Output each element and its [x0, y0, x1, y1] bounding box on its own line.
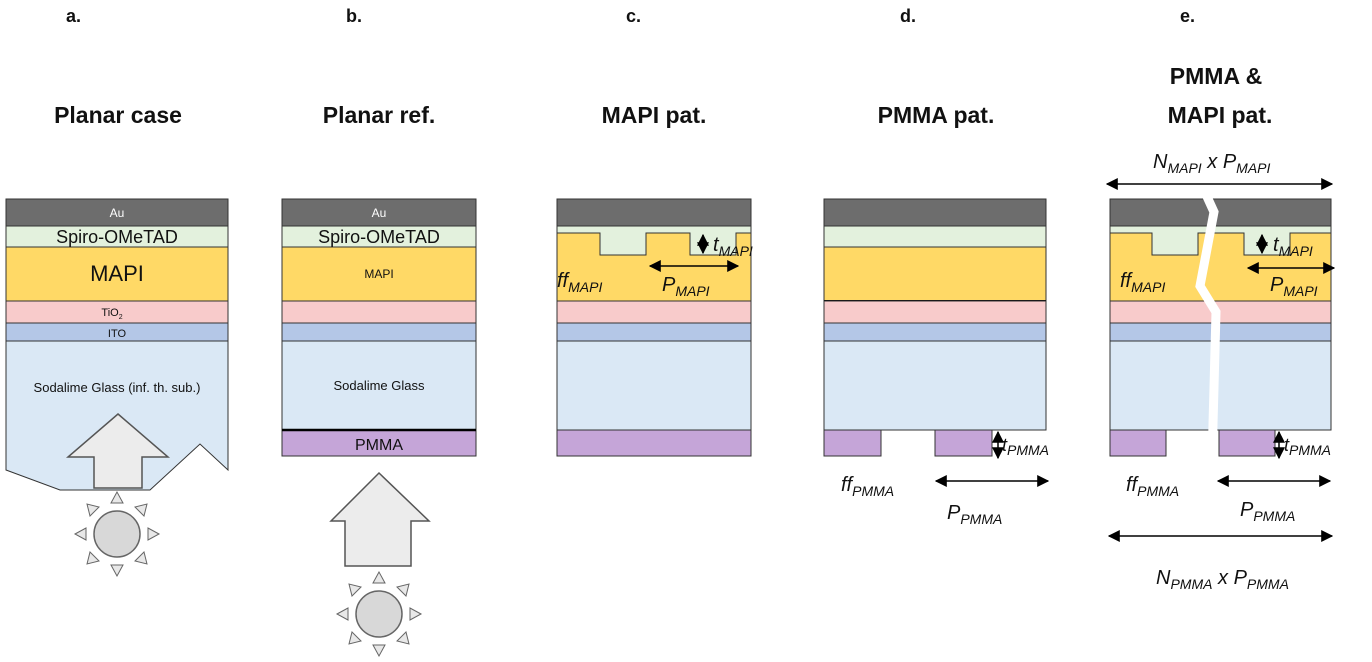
- panel-d-ito-layer: [823, 322, 1047, 342]
- panel-e-title-line2: MAPI pat.: [1168, 102, 1273, 128]
- panel-e-ff-mapi-label: ffMAPI: [1120, 270, 1165, 295]
- panel-c-ito-layer: [556, 322, 752, 342]
- panel-d-spiro-layer: [823, 225, 1047, 248]
- panel-b-mapi-label: MAPI: [364, 267, 393, 281]
- panel-c-title: MAPI pat.: [602, 102, 707, 128]
- panel-b-mapi-layer: [281, 246, 477, 302]
- panel-c-t-label: tMAPI: [713, 234, 753, 259]
- panel-a-ito-label: ITO: [108, 328, 127, 340]
- panel-d-au-layer: [823, 198, 1047, 227]
- panel-c-tio2-layer: [556, 300, 752, 324]
- panel-c-stack: tMAPI ffMAPI PMAPI: [556, 198, 753, 457]
- panel-e-ff-pmma-label: ffPMMA: [1126, 474, 1179, 499]
- panel-a-au-layer: [5, 198, 229, 227]
- panel-e-title-line1: PMMA &: [1170, 63, 1262, 89]
- panel-d-tio2-layer: [823, 300, 1047, 324]
- panel-b-au-layer: [281, 198, 477, 227]
- panel-c-p-label: PMAPI: [662, 274, 710, 299]
- panel-b-pmma-layer: [281, 429, 477, 457]
- panel-a-sun-icon: [74, 491, 160, 577]
- panel-d-letter: d.: [900, 6, 916, 26]
- panel-c-ff-label: ffMAPI: [557, 270, 602, 295]
- panel-d-p-label: PPMMA: [947, 502, 1002, 527]
- panel-a-au-label: Au: [110, 206, 125, 220]
- panel-e-pmma-block-2: [1218, 429, 1276, 457]
- panel-d-mapi-layer: [823, 246, 1047, 302]
- panel-d-stack: tPMMA ffPMMA PPMMA: [823, 198, 1050, 527]
- panel-b-tio2-layer: [281, 300, 477, 324]
- panel-e-letter: e.: [1180, 6, 1195, 26]
- panel-b-light-arrow: [329, 471, 431, 567]
- panel-e-t-pmma-label: tPMMA: [1284, 435, 1331, 458]
- panel-c-au-layer: [556, 198, 752, 227]
- panel-b-au-label: Au: [372, 206, 387, 220]
- panel-c-pmma-layer: [556, 429, 752, 457]
- panel-b-stack: Au Spiro-OMeTAD MAPI Sodalime Glass PMMA: [281, 198, 477, 657]
- panel-c-letter: c.: [626, 6, 641, 26]
- panel-d-ff-label: ffPMMA: [841, 474, 894, 499]
- panel-a-tio2-label: TiO2: [101, 307, 122, 321]
- panel-e-au-layer: [1109, 198, 1332, 227]
- panel-b-spiro-label: Spiro-OMeTAD: [318, 227, 440, 247]
- panel-a-light-arrow: [65, 413, 171, 489]
- panel-b-letter: b.: [346, 6, 362, 26]
- panel-b-title: Planar ref.: [323, 102, 436, 128]
- panel-d-t-label: tPMMA: [1002, 435, 1049, 458]
- panel-e-stack: NMAPI x PMAPI tMAPI ffMAPI PMAPI tPMMA f…: [1105, 151, 1336, 592]
- panel-a-spiro-label: Spiro-OMeTAD: [56, 227, 178, 247]
- panel-d-glass-layer: [823, 340, 1047, 431]
- panel-e-t-mapi-label: tMAPI: [1273, 234, 1313, 259]
- panel-a-title: Planar case: [54, 102, 182, 128]
- panel-b-ito-layer: [281, 322, 477, 342]
- panel-d-title: PMMA pat.: [878, 102, 995, 128]
- panel-b-glass-layer: [281, 340, 477, 431]
- panel-e-ito-layer: [1109, 322, 1332, 342]
- panel-b-sun-icon: [336, 571, 422, 657]
- panel-b-glass-label: Sodalime Glass: [333, 378, 425, 393]
- panel-e-n-mapi-label: NMAPI x PMAPI: [1153, 151, 1270, 176]
- panel-a-mapi-label: MAPI: [90, 261, 144, 286]
- panel-e-n-pmma-label: NPMMA x PPMMA: [1156, 567, 1289, 592]
- panel-d-pmma-block-1: [823, 429, 882, 457]
- panel-a-letter: a.: [66, 6, 81, 26]
- panel-e-glass-layer: [1109, 340, 1332, 431]
- panel-e-p-pmma-label: PPMMA: [1240, 499, 1295, 524]
- panel-d-pmma-block-2: [934, 429, 993, 457]
- panel-c-glass-layer: [556, 340, 752, 431]
- panel-a-glass-label: Sodalime Glass (inf. th. sub.): [34, 380, 201, 395]
- panel-a-stack: Au Spiro-OMeTAD MAPI TiO2 ITO Sodalime G…: [5, 198, 229, 577]
- panel-e-break-line: [1195, 188, 1221, 463]
- panel-a-mapi-layer: [5, 246, 229, 302]
- panel-e-pmma-block-1: [1109, 429, 1167, 457]
- panel-e-p-mapi-label: PMAPI: [1270, 274, 1318, 299]
- panel-b-pmma-label: PMMA: [355, 437, 403, 454]
